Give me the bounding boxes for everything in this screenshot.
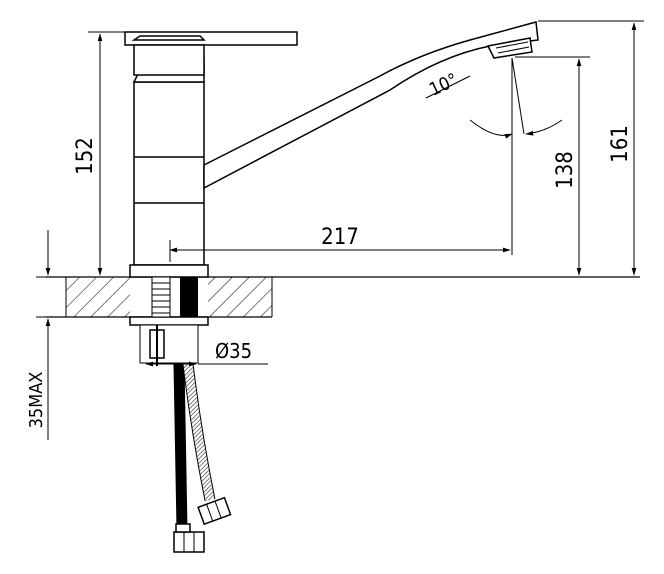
dim-161-label: 161: [608, 125, 633, 163]
dim-angle-label: 10°: [426, 69, 461, 100]
mounting-shank: [129, 276, 209, 366]
dimension-lines: [36, 20, 644, 440]
spout: [203, 21, 539, 190]
dim-217-label: 217: [321, 225, 359, 250]
flexible-hoses: [173, 363, 232, 553]
dim-35max-label: 35MAX: [26, 372, 47, 429]
dim-138-label: 138: [553, 151, 578, 189]
lever-handle: [124, 31, 298, 83]
faucet-body: [129, 81, 209, 278]
dim-152-label: 152: [73, 137, 98, 175]
countertop: [46, 276, 640, 318]
dim-diameter-label: Ø35: [215, 339, 252, 363]
dimension-labels: 152 161 138 217 10° Ø35 35MAX: [26, 69, 633, 428]
